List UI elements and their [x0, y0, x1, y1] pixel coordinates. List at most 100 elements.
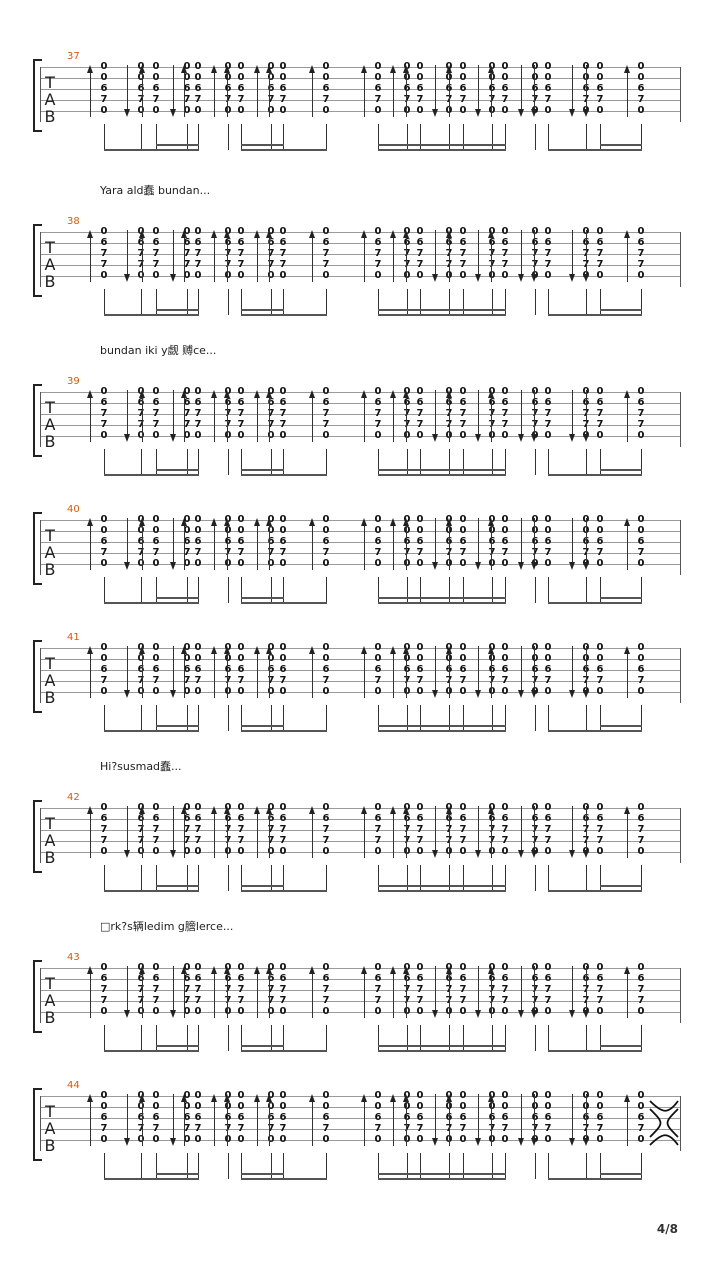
fret-number: 0 [403, 270, 411, 281]
fret-number: 7 [416, 995, 424, 1006]
strum-down-arrowhead [569, 562, 575, 570]
fret-number: 7 [183, 259, 191, 270]
rhythm-beam [378, 1050, 506, 1052]
lyric-line: bundan iki y觑 赙ce... [100, 344, 217, 357]
rhythm-stem [271, 124, 272, 150]
fret-number: 0 [596, 558, 604, 569]
strum-up-arrowhead [139, 806, 145, 814]
strum-up-arrowhead [361, 966, 367, 974]
rhythm-stem [420, 289, 421, 315]
fret-number: 6 [459, 397, 467, 408]
rhythm-stem [141, 577, 142, 603]
rhythm-stem [492, 124, 493, 150]
rhythm-stem [187, 865, 188, 891]
fret-number: 7 [501, 984, 509, 995]
fret-number: 7 [322, 1123, 330, 1134]
fret-number: 6 [279, 237, 287, 248]
strum-arrow-stem [214, 1100, 215, 1146]
fret-number: 0 [637, 1101, 645, 1112]
system-bracket [33, 960, 42, 1033]
rhythm-beam [104, 474, 199, 476]
fret-number: 0 [637, 686, 645, 697]
tab-string-line [40, 425, 680, 426]
fret-number: 0 [267, 558, 275, 569]
strum-arrow-stem [227, 812, 228, 858]
strum-arrow-stem [90, 652, 91, 698]
fret-number: 0 [501, 686, 509, 697]
fret-number: 7 [224, 984, 232, 995]
tab-string-line [40, 990, 680, 991]
fret-number: 0 [501, 386, 509, 397]
fret-number: 0 [459, 105, 467, 116]
rhythm-stem [104, 865, 105, 891]
strum-down-arrowhead [518, 1010, 524, 1018]
fret-number: 0 [267, 105, 275, 116]
end-barline [680, 648, 681, 703]
strum-up-arrowhead [403, 966, 409, 974]
fret-number: 0 [237, 1134, 245, 1145]
rhythm-stem [156, 1025, 157, 1051]
tab-string-line [40, 254, 680, 255]
fret-number: 7 [403, 835, 411, 846]
fret-number: 0 [403, 430, 411, 441]
strum-arrow-stem [627, 71, 628, 117]
fret-number: 0 [501, 653, 509, 664]
fret-number: 7 [279, 1123, 287, 1134]
strum-down-arrowhead [124, 1138, 130, 1146]
rhythm-stem [492, 449, 493, 475]
fret-number: 0 [152, 270, 160, 281]
measure-number: 43 [67, 952, 80, 963]
fret-number: 0 [194, 1101, 202, 1112]
strum-up-arrowhead [266, 1094, 272, 1102]
rhythm-beam [241, 1178, 327, 1180]
start-barline [40, 808, 41, 863]
strum-arrow-stem [142, 1100, 143, 1146]
strum-up-arrowhead [390, 1094, 396, 1102]
fret-number: 0 [637, 525, 645, 536]
fret-number: 0 [596, 1134, 604, 1145]
fret-number: 0 [279, 1006, 287, 1017]
fret-number: 6 [637, 813, 645, 824]
rhythm-beam [548, 1050, 642, 1052]
fret-number: 7 [637, 995, 645, 1006]
fret-number: 0 [322, 846, 330, 857]
strum-down-arrowhead [518, 434, 524, 442]
rhythm-beam-secondary [156, 144, 199, 146]
fret-number: 0 [459, 1006, 467, 1017]
rhythm-beam-secondary [378, 309, 506, 311]
tab-staff [40, 232, 681, 287]
fret-number: 0 [596, 962, 604, 973]
rhythm-beam [548, 1178, 642, 1180]
fret-number: 7 [224, 995, 232, 1006]
strum-arrow-stem [364, 71, 365, 117]
fret-number: 6 [403, 83, 411, 94]
fret-number: 7 [596, 824, 604, 835]
fret-number: 0 [403, 105, 411, 116]
fret-number: 0 [267, 1134, 275, 1145]
rhythm-stem [449, 449, 450, 475]
fret-number: 6 [137, 83, 145, 94]
fret-number: 0 [152, 653, 160, 664]
fret-number: 6 [237, 664, 245, 675]
fret-number: 7 [194, 835, 202, 846]
rhythm-stem [535, 705, 536, 731]
fret-number: 0 [416, 846, 424, 857]
fret-number: 7 [279, 419, 287, 430]
fret-number: 7 [544, 995, 552, 1006]
rhythm-stem [586, 577, 587, 603]
fret-number: 0 [403, 1134, 411, 1145]
rhythm-stem [420, 1153, 421, 1179]
rhythm-beam [548, 474, 642, 476]
strum-up-arrowhead [624, 390, 630, 398]
fret-number: 6 [224, 83, 232, 94]
fret-number: 0 [459, 558, 467, 569]
strum-arrow-stem [173, 518, 174, 564]
rhythm-stem [141, 1025, 142, 1051]
fret-number: 7 [403, 1123, 411, 1134]
strum-up-arrowhead [446, 518, 452, 526]
rhythm-stem [463, 865, 464, 891]
fret-number: 7 [596, 835, 604, 846]
fret-number: 0 [459, 962, 467, 973]
end-barline [680, 67, 681, 122]
fret-number: 7 [322, 824, 330, 835]
